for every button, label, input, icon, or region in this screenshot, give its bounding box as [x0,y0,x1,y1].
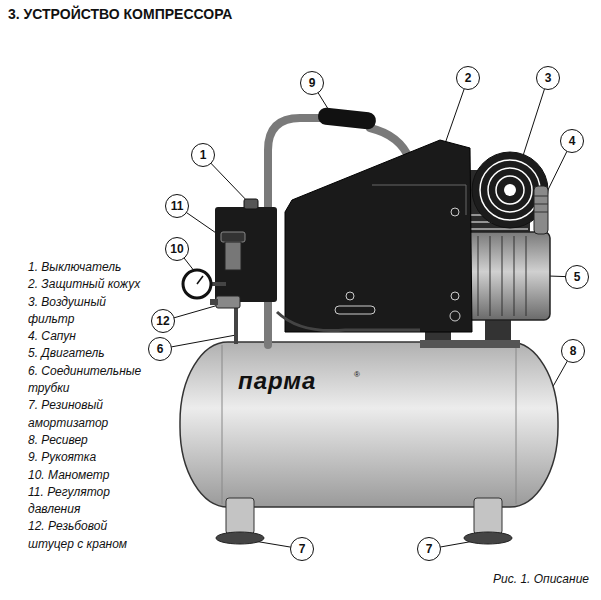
callout-circle: 1 [191,143,215,167]
callout-circle: 2 [456,66,480,90]
callout-circle: 9 [300,71,324,95]
callout-number: 12 [156,315,169,327]
part-list-item: 10. Манометр [28,467,146,484]
callout-number: 10 [170,243,183,255]
title-heading: 3. УСТРОЙСТВО КОМПРЕССОРА [8,6,232,22]
part-list-item: 12. Резьбовой штуцер с краном [28,518,146,553]
part-list-item: 7. Резиновый амортизатор [28,397,146,432]
figure-caption: Рис. 1. Описание [493,572,589,586]
part-list-item: 5. Двигатель [28,345,146,362]
callout-circle: 10 [165,237,189,261]
callout-number: 2 [465,72,472,84]
parts-list: 1. Выключатель2. Защитный кожух3. Воздуш… [28,259,146,553]
callout-number: 6 [157,343,164,355]
part-list-item: 11. Регулятор давления [28,484,146,519]
callout-circle: 3 [536,66,560,90]
callout-number: 11 [171,200,184,212]
callout-circle: 4 [560,129,584,153]
callout-number: 7 [426,543,433,555]
part-list-item: 1. Выключатель [28,259,146,276]
callout-circle: 12 [151,309,175,333]
part-list-item: 8. Ресивер [28,432,146,449]
part-list-item: 6. Соединительные трубки [28,363,146,398]
part-list-item: 9. Рукоятка [28,449,146,466]
callout-number: 5 [574,271,581,283]
callout-number: 4 [569,135,576,147]
callout-circle: 6 [148,337,172,361]
callout-number: 8 [570,345,577,357]
part-list-item: 2. Защитный кожух [28,276,146,293]
callout-number: 7 [299,543,306,555]
callout-circle: 11 [165,194,189,218]
callout-number: 9 [309,77,316,89]
part-list-item: 4. Сапун [28,328,146,345]
callout-number: 3 [545,72,552,84]
registered-mark: ® [354,371,360,380]
callout-number: 1 [200,149,207,161]
brand-name: парма [238,368,316,394]
callout-circle: 8 [561,339,585,363]
callout-circle: 7 [417,537,441,561]
part-list-item: 3. Воздушный фильтр [28,294,146,329]
callout-circle: 5 [565,265,589,289]
callout-circle: 7 [290,537,314,561]
